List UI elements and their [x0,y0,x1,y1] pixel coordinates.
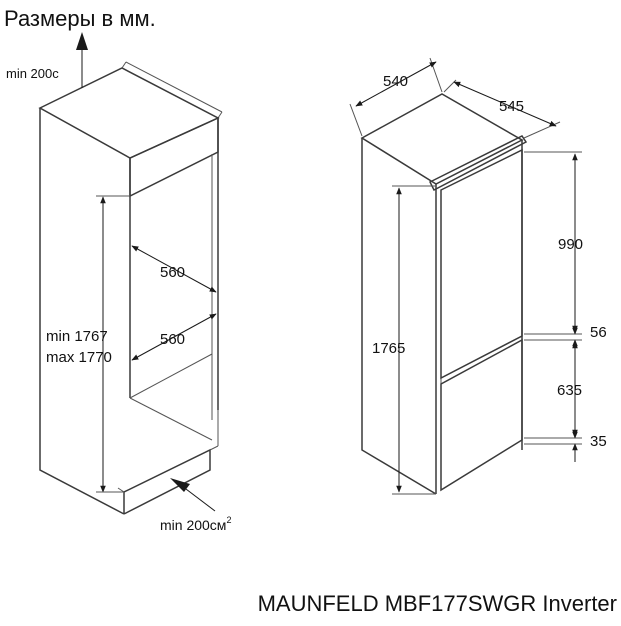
gap-middle-label: 56 [590,324,607,341]
fridge-upper-door [440,148,523,380]
bottom-vent-label: min 200см2 [160,515,231,533]
fridge-width-dim-line [355,61,437,107]
niche-width-upper: 560 [160,264,185,281]
niche-plinth [123,448,211,515]
niche-top-slab [38,67,220,159]
upper-door-label: 990 [558,236,583,253]
niche-left-side [39,108,125,515]
fridge-depth-dim-line [453,81,557,127]
niche-front-header [129,116,219,198]
gap-bottom-label: 35 [590,433,607,450]
lower-door-label: 635 [557,382,582,399]
niche-width-lower: 560 [160,331,185,348]
model-caption: MAUNFELD MBF177SWGR Inverter [258,591,617,616]
fridge-top [360,93,524,185]
niche-height-max: max 1770 [46,349,112,366]
niche-width-lower-dim-line [131,313,217,361]
niche-drawing: min 200c min 1767 max 1770 560 560 min 2… [6,32,231,533]
top-vent-label: min 200c [6,66,59,81]
fridge-left-side [361,138,437,495]
bottom-vent-arrow [181,485,216,512]
header-title: Размеры в мм. [4,6,156,31]
niche-width-upper-dim-line [131,245,217,293]
fridge-width-label: 540 [383,73,408,90]
fridge-lower-door [440,338,523,492]
fridge-height-label: 1765 [372,340,405,357]
fridge-drawing: 540 545 1765 990 56 635 35 [349,57,607,495]
niche-height-min: min 1767 [46,328,108,345]
fridge-depth-label: 545 [499,98,524,115]
